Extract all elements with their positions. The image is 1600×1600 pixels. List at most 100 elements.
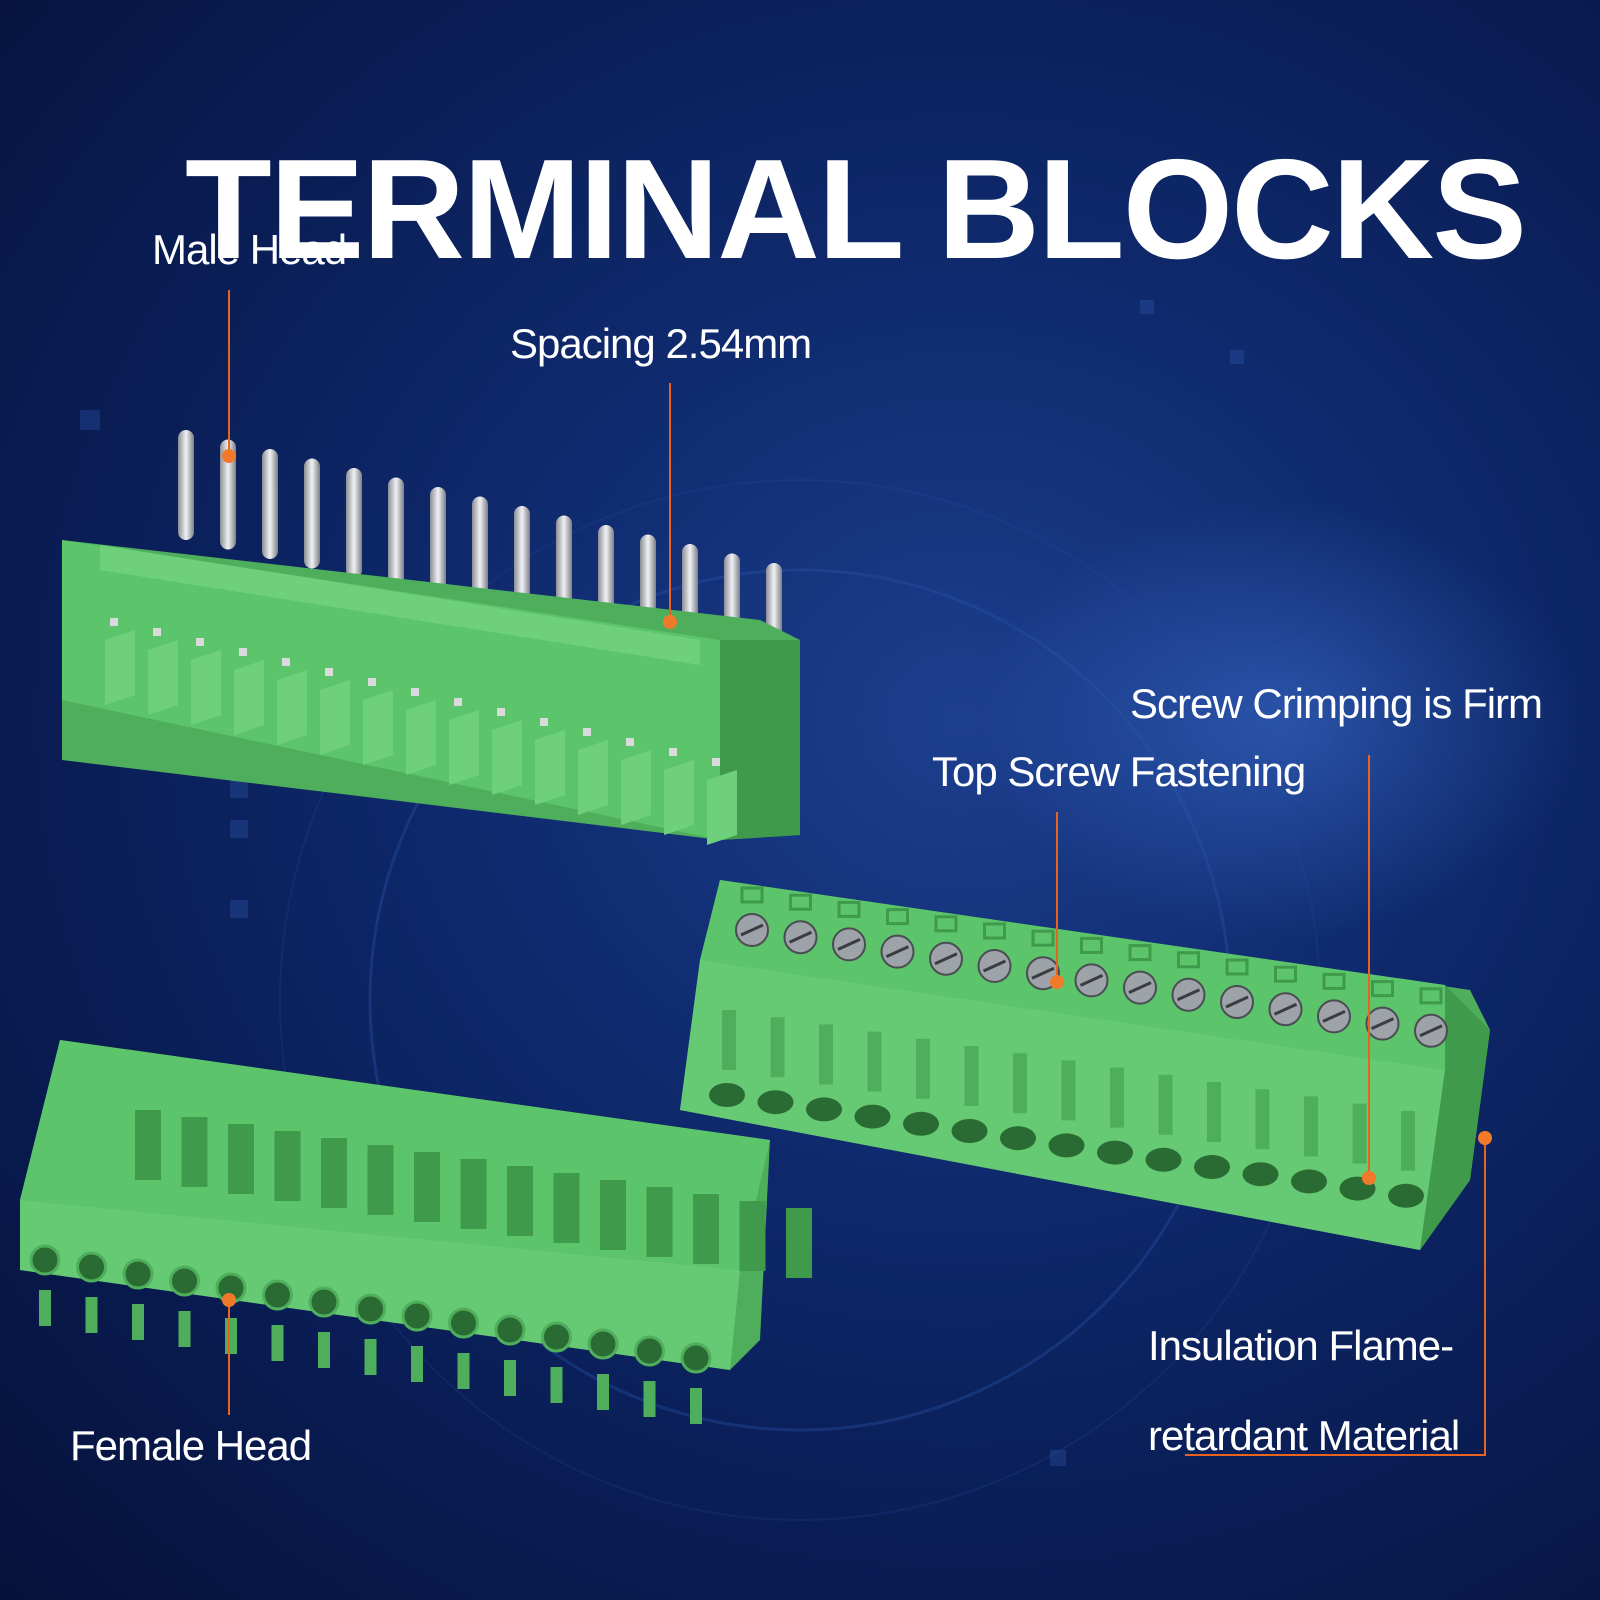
screw-slot <box>740 886 764 904</box>
male-pin <box>178 430 194 540</box>
male-pin <box>514 506 530 616</box>
label-insulation-line1: Insulation Flame- <box>1148 1322 1454 1369</box>
female-socket <box>76 1251 107 1283</box>
screw-rib <box>964 1046 979 1106</box>
screw-rib <box>819 1024 833 1085</box>
male-rib <box>105 630 135 705</box>
wire-entry <box>1000 1126 1036 1151</box>
female-rib <box>553 1173 580 1243</box>
female-leg <box>364 1339 377 1375</box>
female-rib <box>367 1145 394 1215</box>
male-contact <box>282 658 290 666</box>
male-contact <box>497 708 505 716</box>
screw-rib <box>1158 1074 1173 1135</box>
female-leg <box>132 1304 144 1340</box>
female-leg <box>39 1290 51 1326</box>
label-female-head: Female Head <box>70 1422 312 1469</box>
female-leg <box>643 1381 656 1417</box>
screw-rib <box>1013 1053 1027 1114</box>
male-contact <box>239 648 247 656</box>
screw-slot-line <box>1128 981 1152 994</box>
male-rib <box>406 700 436 775</box>
male-pin <box>388 477 404 588</box>
screw-slot-line <box>1225 995 1249 1009</box>
wire-entry <box>709 1083 745 1107</box>
female-socket <box>122 1258 154 1290</box>
screw-slot <box>1225 958 1249 976</box>
screw-rib <box>770 1017 785 1078</box>
female-leg <box>318 1332 330 1368</box>
screw-slot-line <box>1370 1017 1395 1030</box>
female-rib <box>181 1117 208 1187</box>
female-socket <box>680 1342 712 1374</box>
male-contact <box>669 748 677 756</box>
label-insulation: Insulation Flame- retardant Material <box>1148 1322 1460 1460</box>
screw-slot-line <box>982 959 1007 973</box>
screw-slot <box>1419 987 1443 1005</box>
male-rib <box>148 640 178 715</box>
male-contact <box>583 728 591 736</box>
label-insulation-line2: retardant Material <box>1148 1412 1460 1459</box>
screw-slot-line <box>837 938 861 951</box>
female-leg <box>457 1353 470 1389</box>
screw-slot-line <box>1322 1010 1346 1023</box>
screw-slot-line <box>1176 988 1201 1002</box>
screw-slot-line <box>885 945 910 958</box>
female-rib <box>693 1194 719 1264</box>
female-socket <box>29 1244 61 1276</box>
female-rib <box>135 1110 161 1180</box>
female-leg <box>690 1388 702 1424</box>
female-socket <box>262 1279 293 1311</box>
screw-rib <box>1061 1060 1076 1121</box>
female-leg <box>271 1325 284 1361</box>
female-rib <box>321 1138 347 1208</box>
screw-slot <box>934 915 958 933</box>
wire-entry <box>806 1097 842 1122</box>
male-rib <box>707 770 737 845</box>
male-rib <box>492 720 522 795</box>
female-socket <box>448 1307 479 1339</box>
screw-rib <box>1207 1082 1221 1142</box>
female-leg <box>504 1360 516 1396</box>
male-contact <box>454 698 462 706</box>
screw-slot <box>1031 929 1055 947</box>
male-pin <box>304 458 320 569</box>
screw-rib <box>1110 1067 1124 1128</box>
female-socket <box>494 1314 526 1346</box>
screw-rib <box>1304 1096 1318 1157</box>
female-socket <box>541 1321 572 1353</box>
screw-slot <box>983 922 1006 940</box>
wire-entry <box>1291 1169 1327 1194</box>
wire-entry <box>1097 1140 1133 1165</box>
female-socket <box>308 1286 340 1318</box>
male-pin <box>220 439 236 550</box>
screw-slot-line <box>934 952 958 966</box>
male-rib <box>449 710 479 785</box>
female-plug-connector <box>20 1040 812 1424</box>
female-rib <box>600 1180 626 1250</box>
female-rib <box>739 1201 766 1271</box>
male-contact <box>196 638 204 646</box>
male-contact <box>325 668 333 676</box>
female-socket <box>587 1328 619 1360</box>
wire-entry <box>1388 1183 1424 1208</box>
screw-slot <box>1274 965 1297 983</box>
screw-rib <box>722 1010 736 1070</box>
screw-slot-line <box>1419 1024 1443 1038</box>
page-title: TERMINAL BLOCKS <box>184 130 1527 290</box>
female-leg <box>178 1311 191 1347</box>
screw-slot <box>1177 951 1200 969</box>
male-pin <box>346 468 362 578</box>
male-contact <box>626 738 634 746</box>
male-contact <box>411 688 419 696</box>
male-rib <box>277 670 307 745</box>
female-leg <box>85 1297 98 1333</box>
female-socket <box>401 1300 433 1332</box>
male-contact <box>368 678 376 686</box>
screw-rib <box>916 1038 930 1099</box>
male-rib <box>578 740 608 815</box>
screw-rib <box>1352 1103 1367 1164</box>
female-rib <box>786 1208 812 1278</box>
screw-terminal-connector <box>680 880 1490 1250</box>
